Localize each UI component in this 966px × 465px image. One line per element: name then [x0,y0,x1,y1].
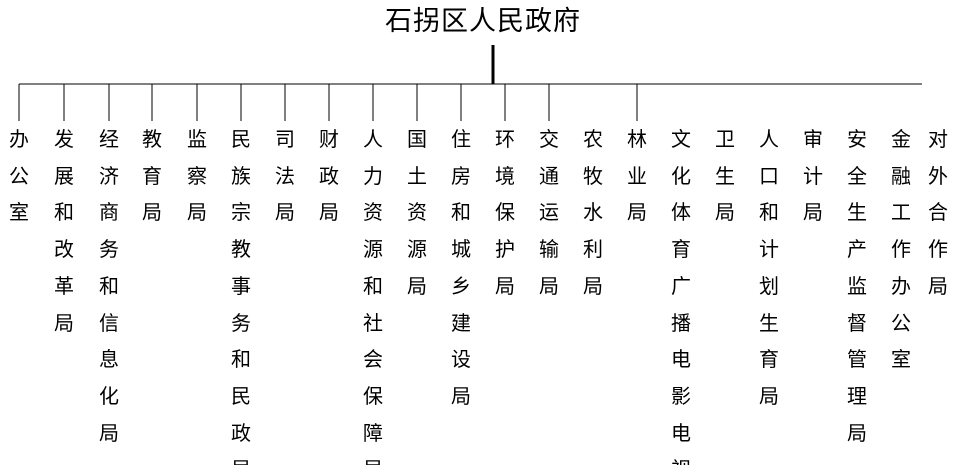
department-node[interactable]: 交通运输局 [534,121,564,305]
department-node[interactable]: 司法局 [270,121,300,231]
department-label: 教育局 [142,127,162,225]
department-node[interactable]: 人口和计划生育局 [754,121,784,415]
department-label: 财政局 [319,127,339,225]
department-label: 农牧水利局 [583,127,603,298]
department-node[interactable]: 环境保护局 [490,121,520,305]
department-node[interactable]: 农牧水利局 [578,121,608,305]
department-node[interactable]: 卫生局 [710,121,740,231]
department-node[interactable]: 发展和改革局 [49,121,79,341]
department-label: 金融工作办公室 [891,127,911,372]
department-node[interactable]: 财政局 [314,121,344,231]
department-label: 办公室 [9,127,29,225]
department-node[interactable]: 国土资源局 [402,121,432,305]
department-label: 卫生局 [715,127,735,225]
department-label: 交通运输局 [539,127,559,298]
department-node[interactable]: 经济商务和信息化局 [94,121,124,451]
department-label: 民族宗教事务和民政局 [231,127,251,465]
department-label: 住房和城乡建设局 [451,127,471,408]
department-label: 经济商务和信息化局 [99,127,119,445]
department-node[interactable]: 金融工作办公室 [886,121,916,378]
department-node[interactable]: 安全生产监督管理局 [842,121,872,451]
page-title: 石拐区人民政府 [385,6,581,37]
department-node[interactable]: 民族宗教事务和民政局 [226,121,256,465]
department-node[interactable]: 文化体育广播电影电视局 [666,121,696,465]
department-label: 监察局 [187,127,207,225]
department-node[interactable]: 住房和城乡建设局 [446,121,476,415]
department-label: 对外合作局 [928,127,948,298]
department-node[interactable]: 监察局 [182,121,212,231]
department-node[interactable]: 人力资源和社会保障局 [358,121,388,465]
department-label: 人口和计划生育局 [759,127,779,408]
department-label: 安全生产监督管理局 [847,127,867,445]
department-label: 国土资源局 [407,127,427,298]
department-label: 人力资源和社会保障局 [363,127,383,465]
department-node[interactable]: 对外合作局 [923,121,953,305]
department-node[interactable]: 审计局 [798,121,828,231]
department-label: 发展和改革局 [54,127,74,335]
department-label: 环境保护局 [495,127,515,298]
department-label: 文化体育广播电影电视局 [671,127,691,465]
department-node[interactable]: 教育局 [137,121,167,231]
department-label: 司法局 [275,127,295,225]
department-node[interactable]: 林业局 [622,121,652,231]
department-label: 林业局 [627,127,647,225]
department-node[interactable]: 办公室 [4,121,34,231]
department-label: 审计局 [803,127,823,225]
